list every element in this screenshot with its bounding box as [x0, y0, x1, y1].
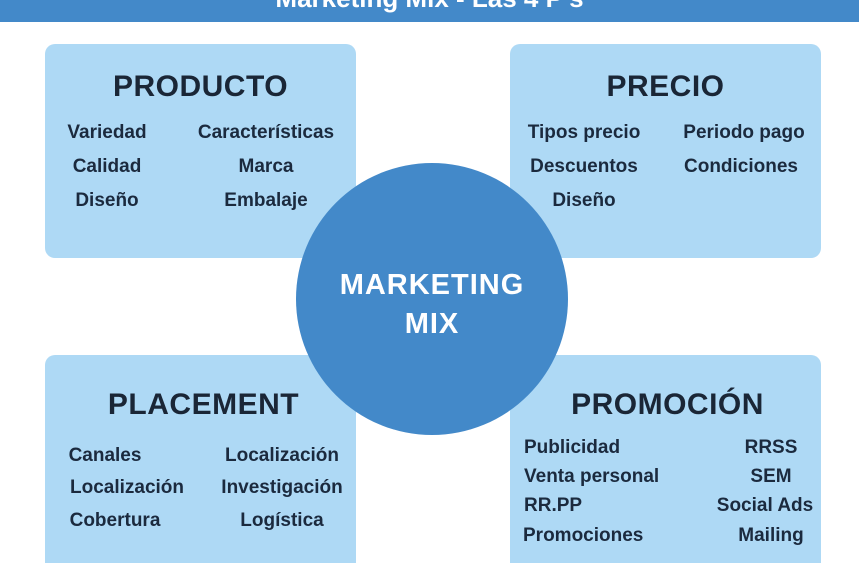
precio-item: Condiciones [683, 156, 799, 177]
placement-item: Canales [68, 445, 142, 466]
promocion-item: Social Ads [716, 495, 814, 516]
placement-item: Logística [240, 510, 324, 531]
page-title: Marketing Mix - Las 4 P's [0, 0, 859, 15]
promocion-item: RRSS [744, 437, 798, 458]
placement-item: Localización [224, 445, 340, 466]
producto-item: Diseño [75, 190, 139, 211]
precio-item: Periodo pago [683, 122, 805, 143]
promocion-item: RR.PP [524, 495, 583, 516]
promocion-item: Mailing [738, 525, 804, 546]
promocion-panel: PROMOCIÓN Publicidad Venta personal RR.P… [510, 355, 821, 563]
producto-item: Marca [238, 156, 294, 177]
marketing-mix-circle: MARKETING MIX [296, 163, 568, 435]
precio-title: PRECIO [606, 70, 725, 103]
center-title-line1: MARKETING [339, 269, 525, 301]
promocion-item: Promociones [523, 525, 644, 546]
producto-item: Características [197, 122, 335, 143]
producto-title: PRODUCTO [112, 70, 289, 103]
precio-item: Diseño [552, 190, 616, 211]
precio-item: Descuentos [530, 156, 638, 177]
placement-title: PLACEMENT [107, 388, 300, 421]
producto-panel: PRODUCTO Variedad Calidad Diseño Caracte… [45, 44, 356, 258]
promocion-item: Venta personal [524, 466, 660, 487]
placement-item: Localización [69, 477, 185, 498]
producto-item: Embalaje [224, 190, 308, 211]
precio-item: Tipos precio [527, 122, 641, 143]
center-title-line2: MIX [404, 308, 460, 340]
placement-item: Cobertura [69, 510, 161, 531]
header-bar: Marketing Mix - Las 4 P's [0, 0, 859, 22]
placement-item: Investigación [221, 477, 343, 498]
promocion-item: Publicidad [524, 437, 621, 458]
producto-item: Calidad [72, 156, 142, 177]
producto-item: Variedad [67, 122, 147, 143]
promocion-item: SEM [750, 466, 792, 487]
placement-panel: PLACEMENT Canales Localización Cobertura… [45, 355, 356, 563]
promocion-title: PROMOCIÓN [571, 388, 764, 421]
precio-panel: PRECIO Tipos precio Descuentos Diseño Pe… [510, 44, 821, 258]
